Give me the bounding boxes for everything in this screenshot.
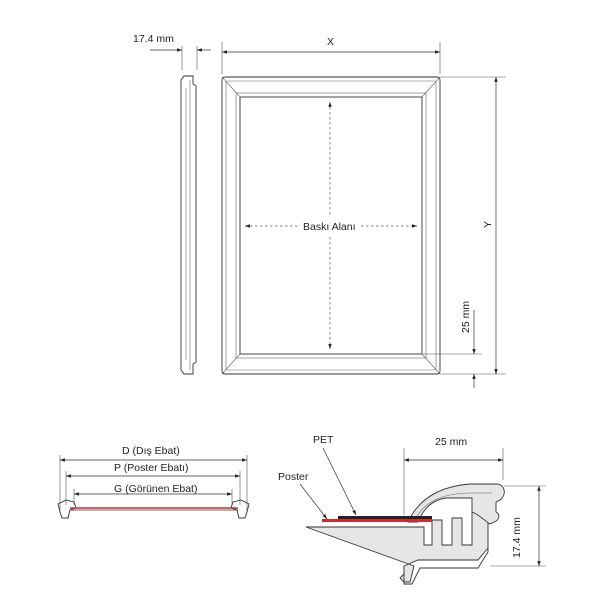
width-label: X: [327, 36, 334, 48]
depth-label: 17.4 mm: [133, 33, 174, 45]
poster-size-label: P (Poster Ebatı): [114, 462, 189, 474]
poster-label: Poster: [278, 471, 309, 483]
poster-layer: [322, 519, 432, 522]
frame-opening: [239, 96, 423, 355]
snap-cover: [407, 483, 505, 525]
frame-side-profile: [180, 75, 197, 375]
visible-size-label: G (Görünen Ebat): [114, 483, 197, 495]
profile-detail: 25 mm 17.4 mm PET Poster: [278, 434, 546, 585]
outer-size-label: D (Dış Ebat): [122, 445, 180, 457]
side-view: 17.4 mm: [133, 33, 211, 375]
cross-section-sizes: D (Dış Ebat) P (Poster Ebatı) G (Görünen…: [57, 445, 250, 519]
front-view: X Baskı Alanı Y 25 mm: [221, 36, 506, 388]
border-width-label: 25 mm: [460, 301, 472, 333]
profile-width-label: 25 mm: [435, 436, 467, 448]
pet-layer: [338, 516, 432, 519]
height-label: Y: [482, 221, 494, 228]
profile-left-small: [57, 499, 77, 519]
profile-body: [305, 511, 489, 583]
profile-height-label: 17.4 mm: [511, 517, 523, 558]
print-area-label: Baskı Alanı: [303, 221, 356, 233]
frame-outer: [221, 76, 441, 375]
pet-label: PET: [313, 434, 334, 446]
